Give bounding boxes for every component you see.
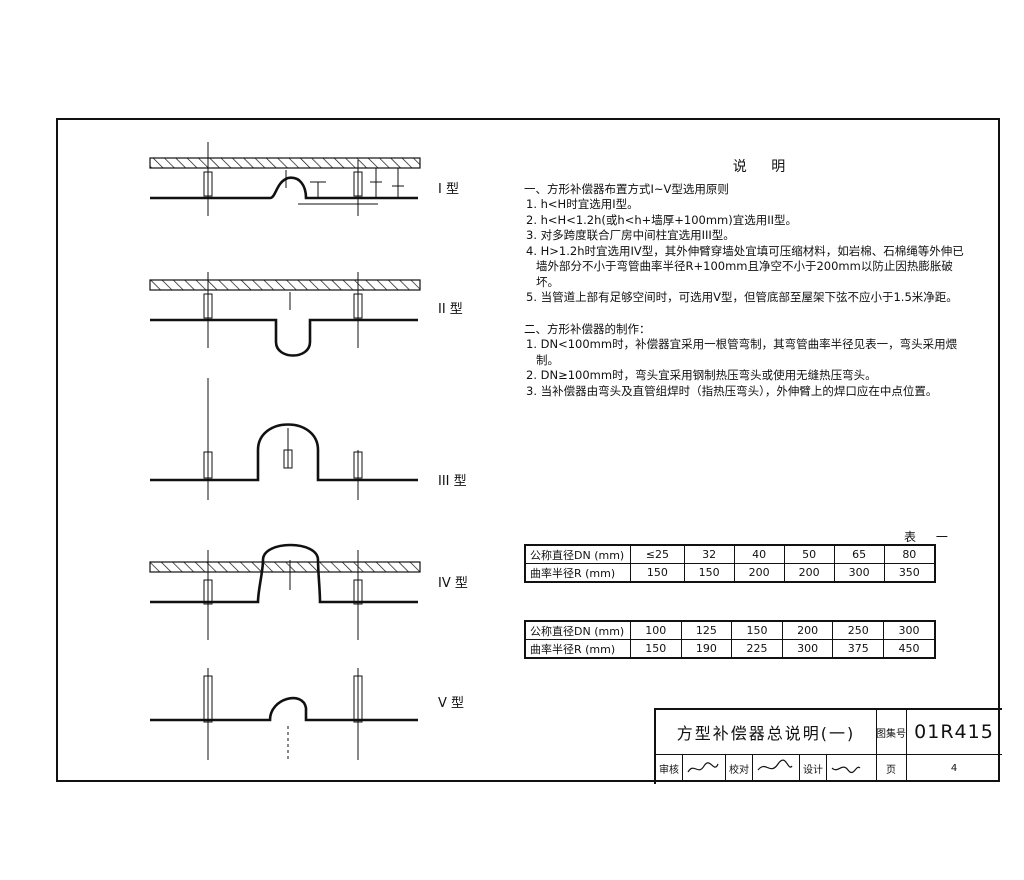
type-v-diagram (150, 668, 418, 760)
type-iii-diagram (150, 378, 418, 500)
checker-label: 校对 (726, 754, 753, 782)
table-row: 公称直径DN (mm) ≤25 32 40 50 65 80 (524, 544, 936, 564)
radius-table-1: 公称直径DN (mm) ≤25 32 40 50 65 80 曲率半径R (mm… (524, 544, 936, 583)
table-cell: 曲率半径R (mm) (524, 563, 631, 583)
table-cell: 350 (883, 563, 936, 583)
drawing-sheet: I 型 II 型 III 型 IV 型 V 型 说 明 一、方形补偿器布置方式I… (56, 118, 1002, 784)
type-iv-diagram (149, 543, 421, 640)
page-label: 页 (876, 754, 907, 782)
table-cell: 300 (883, 620, 936, 640)
checker-signature (753, 754, 800, 782)
table-caption: 表 一 (904, 530, 956, 544)
designer-signature (827, 754, 867, 782)
atlas-number: 01R415 (906, 710, 1002, 755)
table-cell: 300 (781, 639, 834, 659)
table-row: 曲率半径R (mm) 150 190 225 300 375 450 (524, 639, 936, 659)
table-cell: 250 (832, 620, 885, 640)
compensator-diagrams (149, 142, 421, 760)
table-cell: 375 (832, 639, 885, 659)
section-2-item: 1. DN<100mm时，补偿器宜采用一根管弯制，其弯管曲率半径见表一，弯头采用… (526, 337, 958, 367)
table-cell: 150 (630, 563, 685, 583)
table-cell: 450 (883, 639, 936, 659)
signature-icon (757, 759, 793, 771)
section-1-item: 3. 对多跨度联合厂房中间柱宜选用III型。 (526, 228, 735, 242)
table-cell: 50 (783, 544, 835, 564)
section-1-item: 2. h<H<1.2h(或h<h+墙厚+100mm)宜选用II型。 (526, 212, 798, 227)
reviewer-signature (683, 754, 726, 782)
type-ii-diagram (149, 272, 421, 357)
title-block: 方型补偿器总说明(一) 图集号 01R415 审核 校对 设计 页 4 (654, 708, 1002, 784)
table-cell: 40 (733, 544, 785, 564)
table-cell: 公称直径DN (mm) (524, 544, 631, 564)
signature-icon (831, 766, 861, 774)
table-cell: 65 (833, 544, 885, 564)
table-cell: 200 (781, 620, 834, 640)
section-1-title: 一、方形补偿器布置方式I~V型选用原则 (524, 181, 729, 196)
section-1-item: 4. H>1.2h时宜选用IV型，其外伸臂穿墙处宜填可压缩材料，如岩棉、石棉绳等… (526, 243, 964, 289)
designer-label: 设计 (800, 754, 827, 782)
table-cell: 225 (731, 639, 783, 659)
section-2-item: 3. 当补偿器由弯头及直管组焊时（指热压弯头），外伸臂上的焊口应在中点位置。 (526, 383, 938, 398)
table-cell: 125 (680, 620, 733, 640)
drawing-name: 方型补偿器总说明(一) (656, 710, 877, 755)
table-cell: 150 (731, 620, 783, 640)
notes-block: 说 明 一、方形补偿器布置方式I~V型选用原则 1. h<H时宜选用I型。 2.… (524, 159, 964, 399)
table-cell: 300 (833, 563, 885, 583)
table-cell: 200 (783, 563, 835, 583)
type-iv-label: IV 型 (438, 576, 468, 591)
section-2-title: 二、方形补偿器的制作： (524, 321, 651, 336)
signature-icon (687, 762, 719, 773)
table-row: 曲率半径R (mm) 150 150 200 200 300 350 (524, 563, 936, 583)
type-i-label: I 型 (438, 182, 459, 197)
section-1-item: 5. 当管道上部有足够空间时，可选用V型，但管底部至屋架下弦不应小于1.5米净距… (526, 290, 958, 304)
type-v-label: V 型 (438, 696, 465, 711)
type-ii-label: II 型 (438, 302, 463, 317)
table-cell: 公称直径DN (mm) (524, 620, 631, 640)
table-row: 公称直径DN (mm) 100 125 150 200 250 300 (524, 620, 936, 640)
table-cell: 100 (630, 620, 682, 640)
type-iii-label: III 型 (438, 474, 467, 489)
table-cell: 32 (683, 544, 735, 564)
table-cell: 曲率半径R (mm) (524, 639, 631, 659)
type-i-diagram (149, 142, 421, 216)
radius-table-2: 公称直径DN (mm) 100 125 150 200 250 300 曲率半径… (524, 620, 936, 659)
table-cell: 150 (630, 639, 682, 659)
section-2-item: 2. DN≥100mm时，弯头宜采用钢制热压弯头或使用无缝热压弯头。 (526, 368, 877, 382)
table-cell: 150 (683, 563, 735, 583)
table-cell: 80 (883, 544, 936, 564)
reviewer-label: 审核 (656, 754, 683, 782)
atlas-label: 图集号 (876, 710, 907, 755)
page-number: 4 (950, 762, 958, 774)
table-cell: ≤25 (630, 544, 685, 564)
signature-row: 审核 校对 设计 (656, 754, 877, 782)
table-cell: 200 (733, 563, 785, 583)
table-cell: 190 (680, 639, 733, 659)
notes-title: 说 明 (732, 159, 796, 175)
section-1-item: 1. h<H时宜选用I型。 (526, 197, 639, 211)
